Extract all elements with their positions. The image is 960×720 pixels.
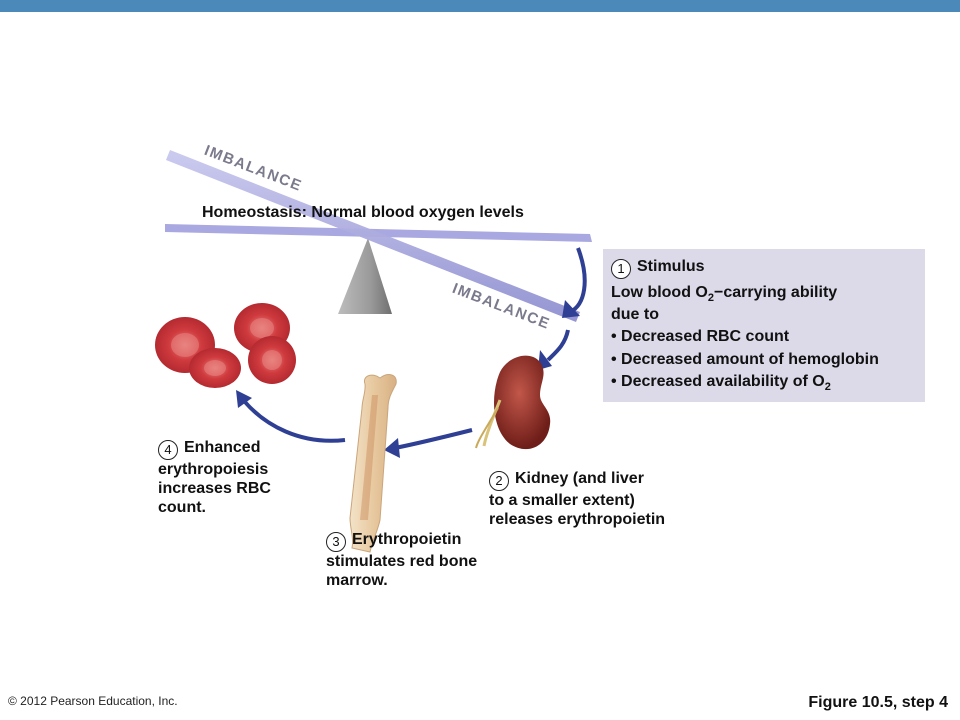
step-2-line-3: releases erythropoietin — [489, 511, 666, 528]
kidney-illustration — [475, 355, 551, 450]
homeostasis-label: Homeostasis: Normal blood oxygen levels — [202, 204, 524, 221]
step-4-line-2: erythropoiesis — [158, 461, 269, 478]
o2-subscript: 2 — [707, 292, 714, 305]
bone-illustration — [349, 374, 397, 553]
stimulus-line-1-text: Low blood O — [611, 284, 708, 301]
stimulus-line-2: due to — [611, 306, 659, 323]
arrow-kidney-to-bone — [394, 428, 473, 450]
stimulus-line-1: Low blood O2−carrying ability — [611, 284, 837, 304]
step-number-4: 4 — [158, 440, 178, 460]
step-3-line-2: stimulates red bone — [326, 553, 478, 570]
stimulus-line-1-suffix: −carrying ability — [714, 284, 838, 301]
step-3-line-3: marrow. — [326, 572, 388, 589]
stimulus-title: Stimulus — [637, 258, 705, 275]
stimulus-title-line: 1 Stimulus — [611, 258, 705, 279]
top-bar — [0, 0, 960, 12]
red-blood-cells — [155, 303, 296, 388]
step-number-2: 2 — [489, 471, 509, 491]
step-3-caption: 3 Erythropoietin stimulates red bone marr… — [326, 530, 477, 590]
imbalance-beam — [166, 150, 580, 322]
step-4-line-4: count. — [158, 499, 206, 516]
step-2-line-1: Kidney (and liver — [515, 470, 644, 487]
step-4-caption: 4 Enhanced erythropoiesis increases RBC c… — [158, 438, 271, 517]
stimulus-bullet-2: • Decreased amount of hemoglobin — [611, 351, 879, 368]
arrow-bone-to-rbc — [243, 400, 346, 443]
step-number-1: 1 — [611, 259, 631, 279]
arrow-to-kidney — [546, 329, 570, 362]
step-4-line-3: increases RBC — [158, 480, 271, 497]
step-3-line-1: Erythropoietin — [352, 531, 462, 548]
stimulus-bullet-3-text: • Decreased availability of O — [611, 373, 825, 390]
o2-subscript-2: 2 — [824, 381, 831, 394]
step-number-3: 3 — [326, 532, 346, 552]
fulcrum — [338, 238, 392, 314]
copyright: © 2012 Pearson Education, Inc. — [8, 694, 178, 708]
stimulus-bullet-3: • Decreased availability of O2 — [611, 373, 831, 393]
arrow-stimulus-to-kidney — [568, 247, 587, 314]
step-4-line-1: Enhanced — [184, 439, 261, 456]
step-2-line-2: to a smaller extent) — [489, 492, 635, 509]
figure-label: Figure 10.5, step 4 — [808, 694, 948, 711]
stimulus-bullet-1: • Decreased RBC count — [611, 328, 790, 345]
